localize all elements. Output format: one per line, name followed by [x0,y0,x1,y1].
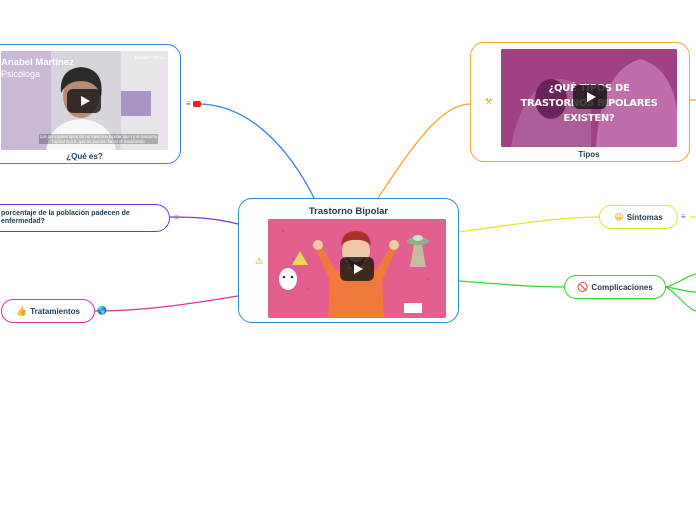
tipos-video-thumbnail[interactable]: ¿QUÉ TIPOS DE TRASTORNOS BIPOLARES EXIST… [501,49,677,147]
tratamientos-label: Tratamientos [30,306,80,316]
complicaciones-node[interactable]: 🚫 Complicaciones [564,275,666,299]
tipos-label: Tipos [578,150,600,159]
smiley-icon: 😀 [614,211,624,222]
sintomas-node[interactable]: 😀 Síntomas [599,205,678,229]
link-tratamientos [94,295,239,312]
que-es-label: ¿Qué es? [66,152,103,161]
link-que-es [197,103,315,199]
link-complicaciones-out-1 [665,273,696,288]
tratamientos-node[interactable]: 👍 Tratamientos [1,299,95,323]
link-tipos [377,103,471,199]
thumbs-up-icon: 👍 [15,305,28,316]
sintomas-label: Síntomas [626,212,663,222]
link-complicaciones-out-3 [665,286,696,312]
complicaciones-label: Complicaciones [591,282,653,292]
link-complicaciones [458,280,566,288]
play-button[interactable] [67,89,101,113]
link-porcentaje [169,216,239,225]
tipos-node[interactable]: ¿QUÉ TIPOS DE TRASTORNOS BIPOLARES EXIST… [470,42,690,162]
notes-icon[interactable]: ≡ [186,99,191,108]
que-es-video-thumbnail[interactable]: Anabel Martínez Psicóloga Bipolar? Clíni… [1,51,168,150]
video-corner-label: Bipolar? Clínic [134,55,164,60]
video-name: Anabel Martínez [1,57,74,68]
notes-icon[interactable]: ≡ [174,213,179,222]
que-es-node[interactable]: Anabel Martínez Psicóloga Bipolar? Clíni… [0,44,181,164]
link-sintomas [458,216,601,233]
notes-icon[interactable]: ≡ [681,212,686,221]
play-button[interactable] [340,257,374,281]
central-node[interactable]: Trastorno Bipolar ⚠ [238,198,459,323]
porcentaje-node[interactable]: porcentaje de la población padecen de en… [0,204,170,232]
central-video-thumbnail[interactable] [268,219,446,318]
hammer-icon: ⚒ [485,97,493,106]
porcentaje-label: porcentaje de la población padecen de en… [1,210,130,225]
youtube-icon[interactable] [193,101,201,107]
video-role: Psicóloga [1,69,41,79]
warning-icon: ⚠ [255,256,264,266]
video-caption: Los principales tipos son el trastorno b… [39,134,158,144]
no-entry-icon: 🚫 [577,281,589,292]
link-complicaciones-out-2 [665,286,696,293]
globe-icon: 🌎 [97,306,107,315]
play-button[interactable] [573,85,607,109]
central-title: Trastorno Bipolar [308,206,389,217]
